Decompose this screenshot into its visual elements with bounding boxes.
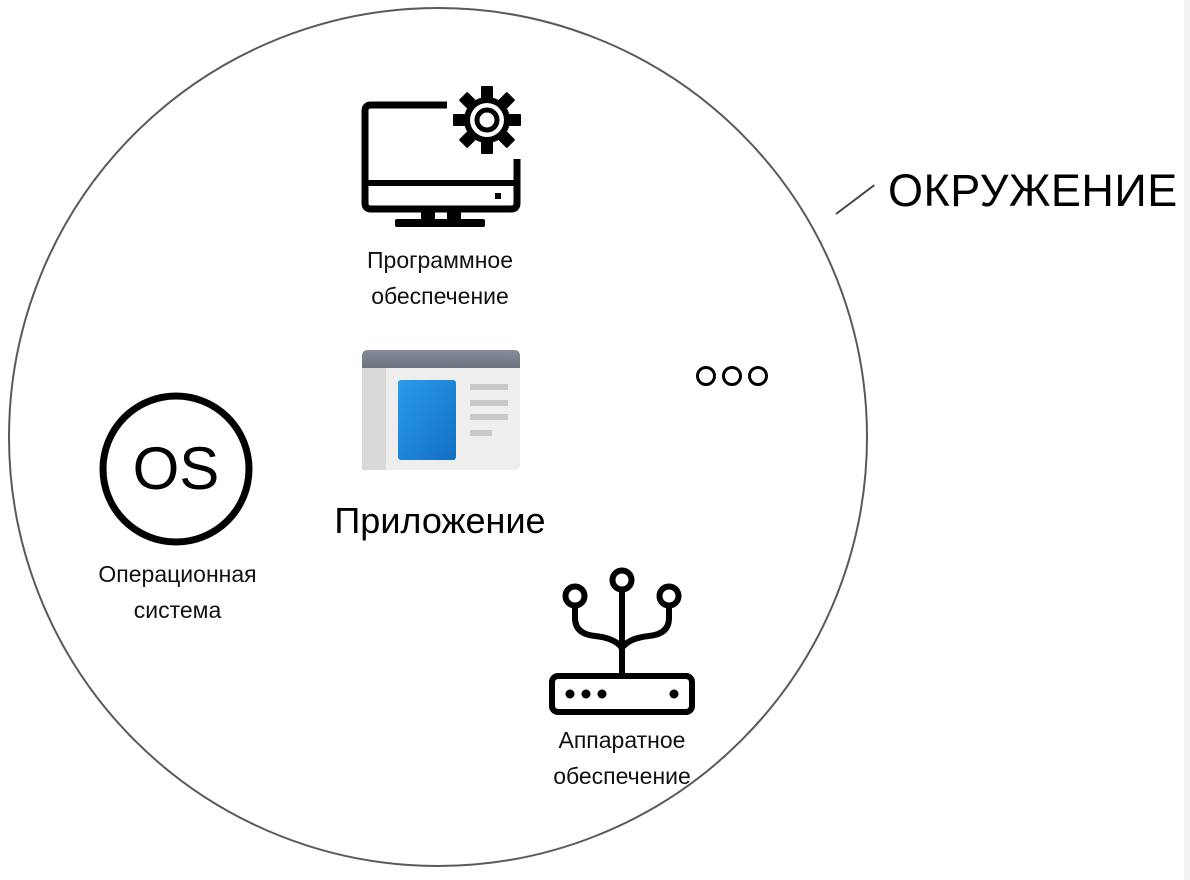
os-label-line1: Операционная (98, 561, 257, 587)
os-label: Операционная система (70, 556, 285, 628)
page-edge (1184, 0, 1190, 880)
hardware-label: Аппаратное обеспечение (522, 722, 722, 794)
os-circle-icon (99, 392, 253, 546)
app-window-icon (362, 350, 520, 470)
os-node: OS (96, 392, 256, 546)
environment-label: ОКРУЖЕНИЕ (888, 165, 1178, 216)
hardware-label-line2: обеспечение (553, 763, 691, 789)
application-node (362, 350, 522, 472)
environment-leader-line (835, 184, 875, 215)
os-icon-text: OS (132, 435, 220, 502)
software-label-line2: обеспечение (371, 283, 509, 309)
os-label-line2: система (133, 597, 222, 623)
software-node (355, 85, 535, 245)
software-label: Программное обеспечение (340, 242, 540, 314)
router-antenna-icon (549, 567, 695, 715)
hardware-node (545, 566, 699, 718)
more-ellipsis-icon (696, 366, 768, 386)
application-label: Приложение (334, 500, 546, 541)
environment-circle (8, 7, 868, 867)
monitor-gear-icon (361, 86, 521, 227)
software-label-line1: Программное (367, 247, 513, 273)
hardware-label-line1: Аппаратное (558, 727, 686, 753)
